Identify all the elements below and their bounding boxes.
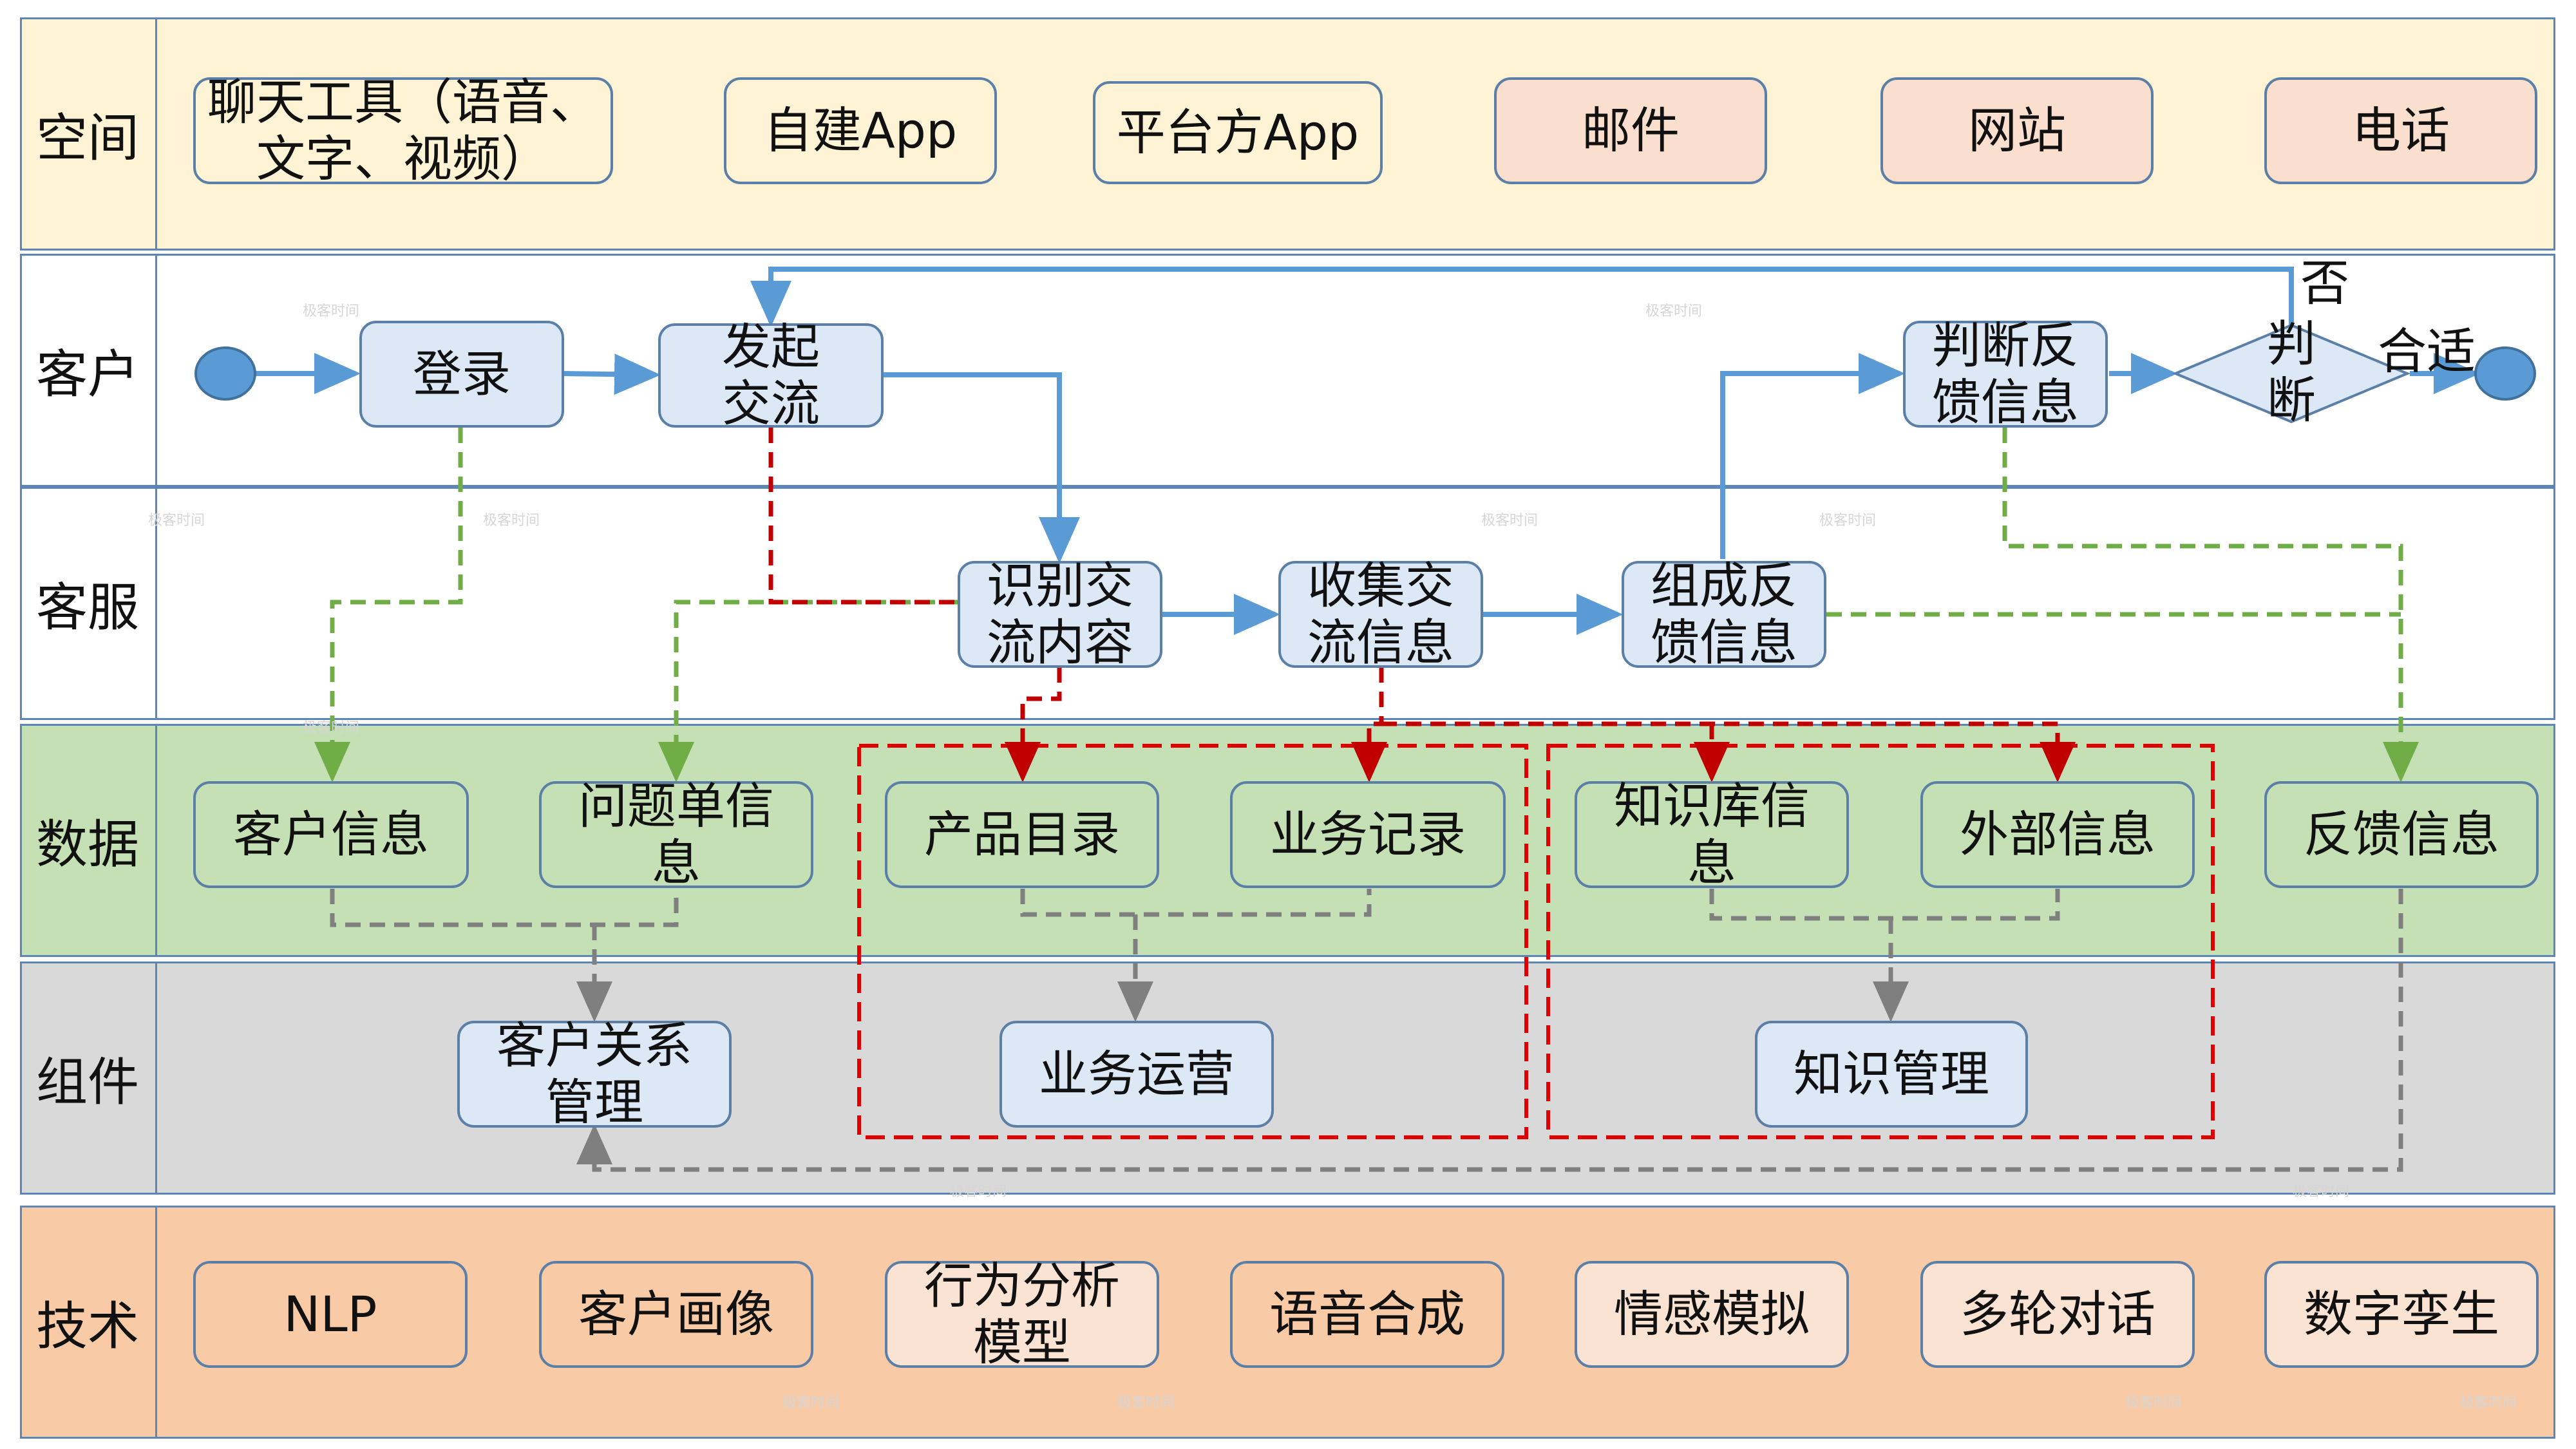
watermark: 极客时间 [483, 513, 540, 529]
data-product-catalog: 产品目录 [885, 781, 1159, 888]
space-website: 网站 [1880, 77, 2154, 184]
link-feedback-crm [576, 889, 2403, 1172]
data-external-info: 外部信息 [1920, 781, 2195, 888]
watermark: 极客时间 [2125, 1395, 2183, 1411]
link-identify-product [1005, 667, 1062, 782]
watermark: 极客时间 [950, 1184, 1007, 1200]
space-phone: 电话 [2264, 77, 2537, 184]
step-collect: 收集交 流信息 [1278, 558, 1483, 671]
link-data-operations [1020, 889, 1372, 1018]
flow-login-initiate [563, 354, 661, 395]
decision-ok-label: 合适 [2378, 323, 2476, 380]
tech-nlp: NLP [193, 1261, 468, 1368]
watermark: 极客时间 [1481, 513, 1539, 529]
link-identify-ticket [658, 600, 960, 782]
step-identify: 识别交 流内容 [958, 558, 1162, 671]
data-business-records: 业务记录 [1230, 781, 1506, 888]
step-judge-feedback: 判断反 馈信息 [1903, 317, 2108, 431]
end-node [2474, 346, 2536, 401]
lane-label-data: 数据 [20, 724, 157, 957]
space-platform-app: 平台方App [1093, 81, 1383, 184]
watermark: 极客时间 [2460, 1395, 2517, 1411]
tech-twin: 数字孪生 [2264, 1261, 2539, 1368]
link-collect-records [1351, 667, 1387, 782]
data-feedback-info: 反馈信息 [2264, 781, 2539, 888]
start-node [194, 346, 256, 401]
step-login: 登录 [359, 321, 564, 428]
watermark: 极客时间 [1819, 513, 1877, 529]
data-customer-info: 客户信息 [193, 781, 469, 888]
link-login-customer-info [314, 428, 463, 782]
watermark: 极客时间 [2293, 1184, 2350, 1200]
data-ticket-info: 问题单信 息 [539, 778, 813, 891]
lane-label-components: 组件 [20, 961, 157, 1195]
decision-no-label: 否 [2300, 254, 2349, 312]
tech-behavior: 行为分析 模型 [885, 1258, 1159, 1371]
watermark: 极客时间 [303, 720, 360, 736]
link-data-crm [330, 889, 679, 1018]
step-initiate: 发起 交流 [658, 319, 884, 432]
group-frame-knowledge [1546, 744, 2215, 1139]
lane-label-space: 空间 [20, 17, 157, 251]
space-chat-tools: 聊天工具（语音、 文字、视频） [193, 74, 613, 187]
watermark: 极客时间 [148, 513, 205, 529]
watermark: 极客时间 [1117, 1395, 1175, 1411]
link-collect-knowledge [1381, 721, 2076, 782]
component-knowledge: 知识管理 [1755, 1021, 2028, 1128]
watermark: 极客时间 [303, 303, 360, 319]
group-frame-operations [857, 744, 1528, 1139]
link-initiate-identify [768, 428, 960, 605]
lane-label-customer: 客户 [20, 254, 157, 487]
tech-multiturn: 多轮对话 [1920, 1261, 2195, 1368]
link-judge-feedback [2002, 428, 2419, 782]
flow-compose-judge [1720, 353, 1905, 559]
component-operations: 业务运营 [999, 1021, 1274, 1128]
data-kb-info: 知识库信 息 [1575, 778, 1849, 891]
tech-tts: 语音合成 [1230, 1261, 1504, 1368]
tech-profile: 客户画像 [539, 1261, 813, 1368]
link-data-knowledge [1709, 889, 2060, 1018]
decision-diamond [2172, 323, 2411, 424]
lane-components [20, 961, 2555, 1195]
tech-emotion: 情感模拟 [1575, 1261, 1849, 1368]
space-email: 邮件 [1494, 77, 1767, 184]
lane-label-service: 客服 [20, 487, 157, 720]
decision-label: 判 断 [2267, 315, 2316, 429]
watermark: 极客时间 [1645, 303, 1703, 319]
space-own-app: 自建App [724, 77, 997, 184]
component-crm: 客户关系 管理 [457, 1018, 732, 1131]
step-compose: 组成反 馈信息 [1622, 558, 1826, 671]
watermark: 极客时间 [782, 1395, 840, 1411]
lane-label-tech: 技术 [20, 1206, 157, 1439]
flow-initiate-identify [884, 372, 1080, 564]
flow-decision-no-loop [750, 267, 2294, 327]
